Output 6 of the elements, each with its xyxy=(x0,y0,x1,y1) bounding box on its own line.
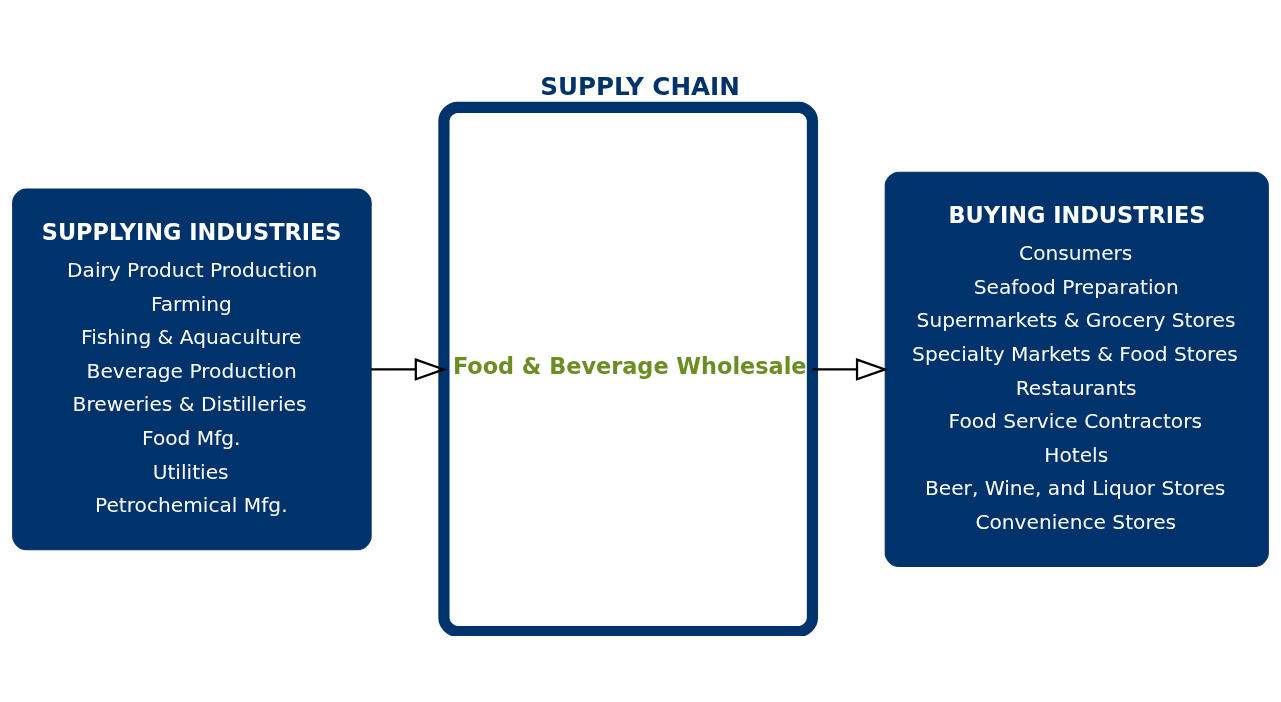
node-box: SUPPLYING INDUSTRIES Dairy Product Production Farming Fishing & Aquaculture Beverage Production Breweries & Distilleries Food Mfg. Utilities Petrochemical Mfg. xyxy=(12,188,372,550)
diagram-title: SUPPLY CHAIN xyxy=(540,71,740,101)
node-box: Food & Beverage Wholesale xyxy=(438,101,819,636)
arrow xyxy=(371,357,448,381)
node-box: BUYING INDUSTRIES Consumers Seafood Preparation Supermarkets & Grocery Stores Specialty Markets & Food Stores Restaurants Food Service Contractors Hotels Beer, Wine, and Liquor Stores Convenience Stores xyxy=(884,171,1269,567)
arrow xyxy=(812,357,889,381)
